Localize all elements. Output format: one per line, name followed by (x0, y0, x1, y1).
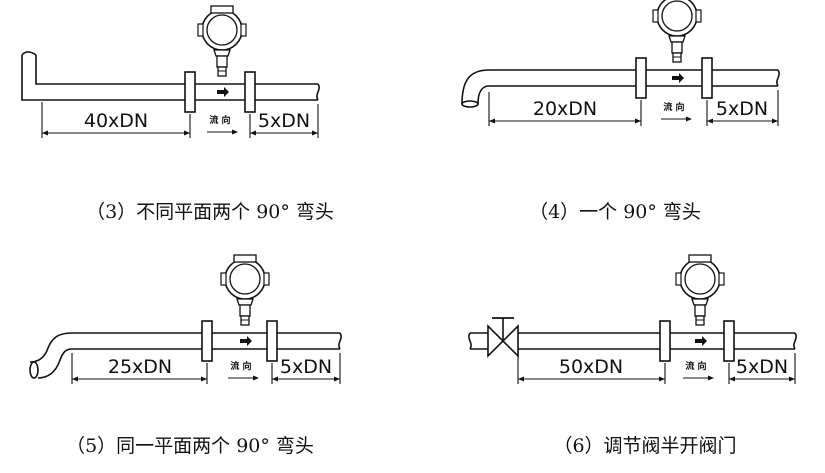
downstream-length: 5xDN (280, 356, 332, 378)
flow-direction-label: 流 向 (663, 101, 684, 113)
upstream-length: 40xDN (84, 110, 148, 132)
upstream-length: 50xDN (559, 356, 623, 378)
flow-direction-label: 流 向 (230, 360, 251, 372)
caption: （3）不同平面两个 90° 弯头 (86, 201, 334, 223)
caption: （6）调节阀半开阀门 (553, 435, 736, 457)
upstream-length: 20xDN (533, 98, 597, 120)
upstream-length: 25xDN (108, 356, 172, 378)
downstream-length: 5xDN (716, 98, 768, 120)
panel-3: 40xDN 5xDN 流 向 （3）不同平面两个 90° 弯头 (21, 5, 334, 223)
flow-direction-label: 流 向 (685, 360, 706, 372)
flow-direction-label: 流 向 (209, 114, 230, 126)
caption: （5）同一平面两个 90° 弯头 (66, 435, 314, 457)
panel-5: 25xDN 5xDN 流 向 （5）同一平面两个 90° 弯头 (29, 254, 342, 457)
caption: （4）一个 90° 弯头 (529, 201, 701, 223)
downstream-length: 5xDN (736, 356, 788, 378)
downstream-length: 5xDN (258, 110, 310, 132)
panel-6: 50xDN 5xDN 流 向 （6）调节阀半开阀门 (468, 254, 797, 457)
panel-4: 20xDN 5xDN 流 向 （5）同一平面两个 90° 弯头 （4）一个 90… (461, 0, 780, 223)
